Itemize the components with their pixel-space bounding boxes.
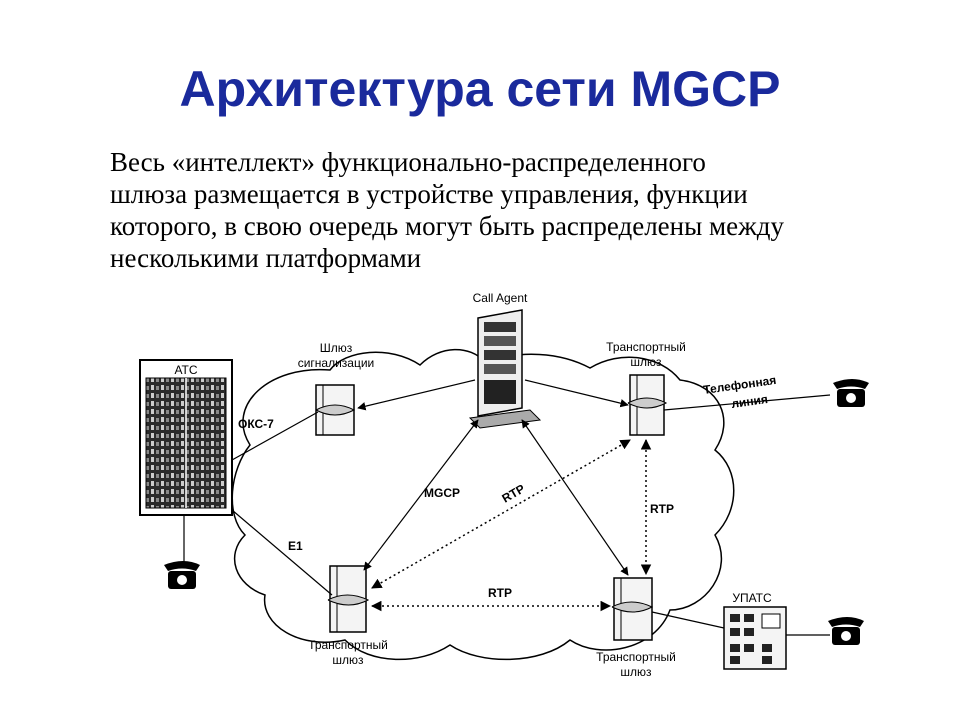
atc-rack: АТС: [139, 359, 233, 516]
call-agent-server: [468, 309, 542, 429]
rtp-vert-label: RTP: [650, 502, 674, 516]
upats-label: УПАТС: [732, 591, 772, 605]
phone-line-label: линия: [730, 392, 768, 411]
gw-upats-link: [651, 611, 725, 629]
signaling-gateway: [315, 384, 356, 436]
transport-gateway-right: [611, 577, 654, 641]
telephone-icon: [828, 617, 864, 645]
okc7-link: [231, 411, 319, 461]
ca-tgtop-arrow: [524, 379, 629, 408]
atc-label: АТС: [174, 363, 197, 377]
e1-link: [231, 509, 333, 596]
ca-sg-arrow: [357, 379, 476, 411]
transport-gw-top-label: шлюз: [630, 355, 662, 369]
intro-line: несколькими платформами: [110, 243, 422, 273]
transport-gw-right-label: шлюз: [620, 665, 652, 679]
intro-line: которого, в свою очередь могут быть расп…: [110, 211, 784, 241]
e1-label: E1: [288, 539, 303, 553]
intro-line: Весь «интеллект» функционально-распредел…: [110, 147, 706, 177]
signaling-gw-label: Шлюз: [320, 341, 353, 355]
intro-text: Весь «интеллект» функционально-распредел…: [110, 146, 920, 274]
transport-gw-left-label: Транспортный: [308, 638, 388, 652]
page-title: Архитектура сети MGCP: [179, 61, 781, 117]
upats-box: [723, 606, 787, 670]
transport-gw-left-label: шлюз: [332, 653, 364, 667]
telephone-icon: [833, 379, 869, 407]
intro-line: шлюза размещается в устройстве управлени…: [110, 179, 748, 209]
transport-gw-right-label: Транспортный: [596, 650, 676, 664]
transport-gateway-top: [627, 374, 668, 436]
telephone-icon: [164, 561, 200, 589]
rtp-horiz-label: RTP: [488, 586, 512, 600]
phone-line-link: [663, 394, 831, 411]
signaling-gw-label: сигнализации: [298, 356, 375, 370]
call-agent-label: Call Agent: [473, 291, 528, 305]
transport-gw-top-label: Транспортный: [606, 340, 686, 354]
mgcp-label: MGCP: [424, 486, 460, 500]
okc7-label: ОКС-7: [238, 417, 274, 431]
transport-gateway-left: [327, 565, 370, 633]
